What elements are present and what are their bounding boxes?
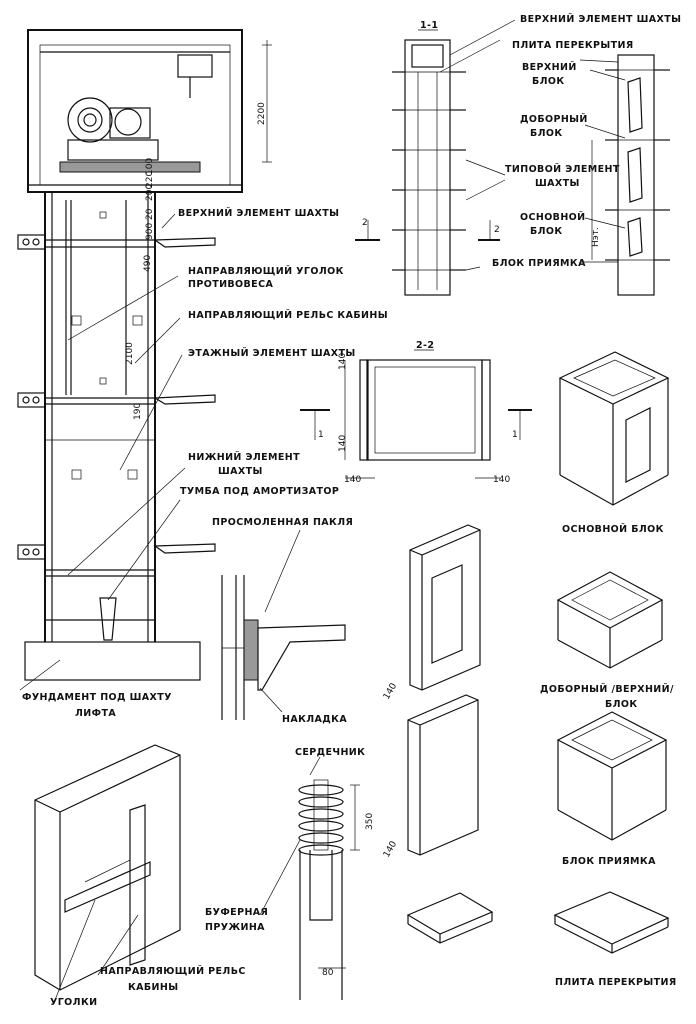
label-section-2-2: 2-2 [416,340,434,351]
label-lower-element-1: НИЖНИЙ ЭЛЕМЕНТ [188,451,300,463]
label-upper-shaft-element-right: ВЕРХНИЙ ЭЛЕМЕНТ ШАХТЫ [520,13,681,25]
dim-2200: 2200 [257,102,267,125]
mark-2-left: 2 [362,218,368,228]
rail-bracket-icons [71,211,143,480]
floor-slab-stubs [17,234,216,560]
mark-2-right: 2 [494,225,500,235]
label-section-1-1: 1-1 [420,20,438,31]
label-cabin-rail-1: НАПРАВЛЯЮЩИЙ РЕЛЬС [100,965,246,977]
iso-main-block: ОСНОВНОЙ БЛОК [558,351,670,535]
label-main-block-1: ОСНОВНОЙ [520,211,586,223]
buffer-pedestal [99,597,117,641]
label-counterweight-guide-1: НАПРАВЛЯЮЩИЙ УГОЛОК [188,265,344,277]
cabin-rail-iso [129,804,146,966]
iso-small-slab [406,892,494,944]
machine-room [27,29,243,193]
dim-220: 220 [145,171,155,188]
foundation [24,641,201,681]
dim-100: 100 [145,158,155,175]
label-upper-block-1: ВЕРХНИЙ [522,61,577,73]
section-1-1: 1-1 2 2 [355,19,516,296]
winch-icon [67,97,159,161]
label-upper-block-2: БЛОК [532,76,565,87]
dim-140-panel1: 140 [382,681,399,701]
spring-coil-icon [298,779,344,856]
label-extra-block-2: БЛОК [530,128,563,139]
iso-slab: ПЛИТА ПЕРЕКРЫТИЯ [553,891,677,988]
iso-panel-solid: 140 [382,694,479,860]
dim-20: 20 [145,208,155,220]
label-angles: УГОЛКИ [50,997,97,1008]
label-buffer-pedestal: ТУМБА ПОД АМОРТИЗАТОР [180,486,339,497]
mark-1-right: 1 [512,430,518,440]
label-foundation-2: ЛИФТА [75,708,116,719]
machine-slab [59,161,201,173]
tow-packing [243,619,259,681]
dim-350: 350 [365,813,375,830]
label-h-floor: Нэт. [591,227,601,247]
dim-140-bl: 140 [344,475,361,485]
label-floor-element: ЭТАЖНЫЙ ЭЛЕМЕНТ ШАХТЫ [188,347,356,359]
section-2-2: 2-2 1 1 140 140 140 140 [300,340,532,485]
label-iso-extra-upper-1: ДОБОРНЫЙ /ВЕРХНИЙ/ [540,683,674,695]
iso-pit-block: БЛОК ПРИЯМКА [556,711,668,867]
shaft-elevation: 2200 100 220 200 20 900 490 2100 190 [17,29,388,719]
buffer-spring-detail: 350 80 СЕРДЕЧНИК БУФЕРНАЯ ПРУЖИНА [205,747,375,1000]
label-iso-pit-block: БЛОК ПРИЯМКА [562,856,656,867]
label-typical-element-1: ТИПОВОЙ ЭЛЕМЕНТ [505,163,620,175]
dim-900: 900 [145,223,155,240]
label-buffer-spring-1: БУФЕРНАЯ [205,907,268,918]
dim-190: 190 [133,403,143,420]
iso-extra-upper-block: ДОБОРНЫЙ /ВЕРХНИЙ/ БЛОК [540,571,674,710]
label-iso-main-block: ОСНОВНОЙ БЛОК [562,523,664,535]
label-counterweight-guide-2: ПРОТИВОВЕСА [188,279,273,290]
label-main-block-2: БЛОК [530,226,563,237]
mark-1-left: 1 [318,430,324,440]
iso-panel-window: 140 [382,524,481,702]
label-typical-element-2: ШАХТЫ [535,178,580,189]
label-cabin-rail-2: КАБИНЫ [128,982,179,993]
label-lower-element-2: ШАХТЫ [218,466,263,477]
label-extra-block-1: ДОБОРНЫЙ [520,113,588,125]
dim-80: 80 [322,968,334,978]
dim-140-br: 140 [493,475,510,485]
dim-140-left: 140 [338,435,348,452]
label-pit-block: БЛОК ПРИЯМКА [492,258,586,269]
label-overlay: НАКЛАДКА [282,714,347,725]
label-foundation-1: ФУНДАМЕНТ ПОД ШАХТУ [22,692,172,703]
label-iso-slab: ПЛИТА ПЕРЕКРЫТИЯ [555,977,677,988]
rail-bracket-isometric: НАПРАВЛЯЮЩИЙ РЕЛЬС КАБИНЫ УГОЛКИ [34,744,246,1008]
label-tarred-tow: ПРОСМОЛЕННАЯ ПАКЛЯ [212,517,353,528]
label-upper-shaft-element: ВЕРХНИЙ ЭЛЕМЕНТ ШАХТЫ [178,207,339,219]
dim-490: 490 [143,255,153,272]
dim-140-top: 140 [338,353,348,370]
dim-2100: 2100 [125,342,135,365]
dim-140-panel2: 140 [382,839,399,859]
label-buffer-spring-2: ПРУЖИНА [205,922,265,933]
label-floor-slab-right: ПЛИТА ПЕРЕКРЫТИЯ [512,40,634,51]
angle-bracket-iso [64,861,151,913]
dim-200a: 200 [145,184,155,201]
label-cabin-rail: НАПРАВЛЯЮЩИЙ РЕЛЬС КАБИНЫ [188,309,388,321]
hoist-block [177,54,213,78]
shaft-block-elevation: Нэт. ВЕРХНИЙ ЭЛЕМЕНТ ШАХТЫ ПЛИТА ПЕРЕКРЫ… [492,13,681,296]
joint-detail: ПРОСМОЛЕННАЯ ПАКЛЯ НАКЛАДКА [212,517,353,725]
label-core: СЕРДЕЧНИК [295,747,365,758]
label-iso-extra-upper-2: БЛОК [605,699,638,710]
